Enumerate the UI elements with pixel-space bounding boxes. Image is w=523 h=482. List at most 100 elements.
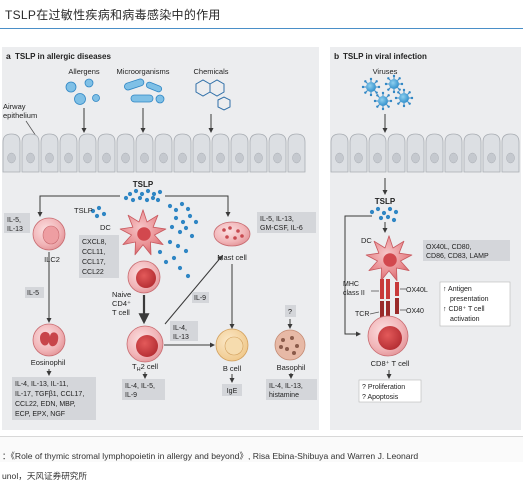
panel-b-background [330,47,521,430]
question-mark: ? [288,307,292,316]
arrow-th2-to-mast [164,255,223,325]
tslp-dot [175,243,181,249]
eosinophil-cell [32,323,66,357]
ilc2-output-box [4,213,30,233]
dc-b-output-1: OX40L, CD80, [426,244,472,251]
epithelial-nucleus [216,152,225,164]
figure: a TSLP in allergic diseases Allergens Mi… [2,47,521,430]
tslp-dot [393,209,399,215]
dc-output-box [79,235,119,278]
dc-label-b: DC [361,236,372,245]
tslp-dot [385,214,391,220]
trigger-microorganisms: Microorganisms [117,67,170,76]
epithelial-nucleus [121,152,130,164]
th2-cell [126,325,164,363]
viruses-label: Viruses [373,67,398,76]
tslp-dot [180,219,186,225]
effect-1: ↑ Antigen [443,286,472,293]
epithelial-nucleus [140,152,149,164]
receptor-pair [380,279,399,319]
basophil-output-2: histamine [269,392,299,399]
th2-output-1: IL-4, IL-5, [125,383,155,390]
eosinophil-label: Eosinophil [31,358,66,367]
outcome-box [358,379,422,403]
epithelial-nucleus [506,152,515,164]
arrow-tslp-to-ilc2 [37,195,120,217]
ige-box [222,384,242,396]
ox40l-label: OX40L [406,287,428,294]
tslp-dot [145,188,151,194]
mhc-label-2: class II [343,290,365,297]
ox40-label: OX40 [406,308,424,315]
allergen-icon [65,78,100,105]
virus-icon [361,74,414,111]
chemical-icon [195,79,231,111]
epithelial-nucleus [254,152,263,164]
panel-b-letter: b [334,51,339,61]
tslp-dot [163,259,169,265]
epithelial-nucleus [292,152,301,164]
ilc2-label: ILC2 [44,255,60,264]
dc-output-1: CXCL8, [82,239,107,246]
caption-source: ：《Role of thymic stromal lymphopoietin i… [2,451,419,461]
basophil-output-box [266,379,317,400]
outcome-2: ? Apoptosis [362,394,399,401]
tslp-dot [179,201,185,207]
dc-nucleus [137,227,151,241]
tslp-dot [169,224,175,230]
eos-output-3: CCL22, EDN, MBP, [15,401,76,408]
epithelial-nucleus [487,152,496,164]
ige-label: IgE [227,388,238,395]
tslp-dots-panel-b [369,206,399,223]
th2-to-bcell-1: IL-4, [173,325,187,332]
mast-label: Mast cell [217,253,247,262]
tslp-dot [127,191,133,197]
th2-output-2: IL-9 [125,392,137,399]
question-box [285,305,296,317]
arrow-tslp-to-mast [165,195,231,217]
tslp-dot [167,203,173,209]
naive-label-3: T cell [112,308,130,317]
epithelial-nucleus [468,152,477,164]
epithelium-label-2: epithelium [3,111,37,120]
eos-output-2: IL-17, TGFβ1, CCL17, [15,391,84,398]
panel-b: b TSLP in viral infection Viruses TSLP D… [330,47,521,430]
epithelial-nucleus [373,152,382,164]
tslp-label-b: TSLP [375,197,396,206]
dc-b-output-box [423,240,510,261]
tslp-dot [193,219,199,225]
panel-a: a TSLP in allergic diseases Allergens Mi… [2,47,319,430]
epithelial-nucleus [83,152,92,164]
tslp-dot [185,273,191,279]
effects-box [439,281,511,327]
panel-b-heading: TSLP in viral infection [343,52,427,61]
epithelial-nucleus [178,152,187,164]
tslp-dot [155,197,161,203]
th2-to-bcell-2: IL-13 [173,334,189,341]
title-rule [0,28,523,29]
epithelial-nucleus [430,152,439,164]
epithelial-nucleus [354,152,363,164]
dc-output-2: CCL11, [82,249,105,256]
tslp-dot [144,197,150,203]
page-title: TSLP在过敏性疾病和病毒感染中的作用 [5,8,221,22]
tslp-dot [150,195,156,201]
epithelium-pointer [25,120,37,137]
tslp-dot [90,208,96,214]
cd8-tcell-label: CD8⁺ T cell [371,359,410,368]
tslp-dot [137,195,143,201]
tslp-dot [96,205,102,211]
eos-output-4: ECP, EPX, NGF [15,411,65,418]
epithelial-nucleus [64,152,73,164]
tslp-dot [387,206,393,212]
dc-nucleus [383,253,397,267]
tslp-dot [189,233,195,239]
tslp-dot [157,189,163,195]
tslp-dot [375,206,381,212]
eos-output-1: IL-4, IL-13, IL-11, [15,381,68,388]
epithelial-nucleus [45,152,54,164]
il9-box [192,292,209,303]
tslp-dot [378,215,384,221]
tslp-dot [101,211,107,217]
bcell-label: B cell [223,364,242,373]
